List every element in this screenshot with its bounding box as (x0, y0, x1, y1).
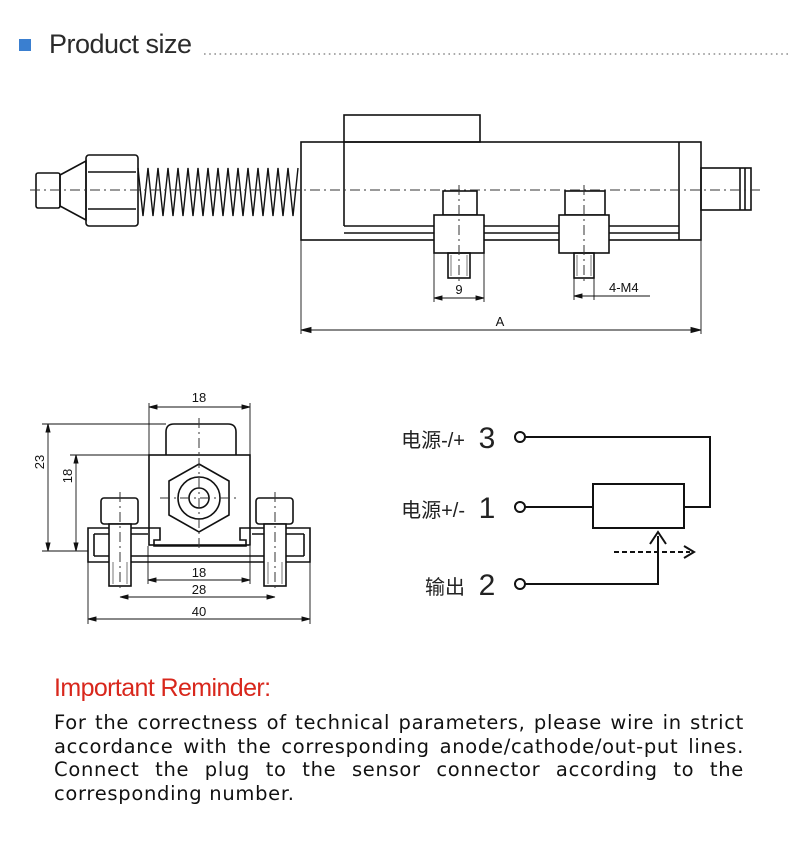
terminal-1 (514, 501, 526, 513)
pin-2-label: 输出 (425, 576, 465, 599)
reminder-title: Important Reminder: (54, 674, 271, 702)
dim-9-label: 9 (455, 282, 462, 297)
dim-body-height-label: 18 (60, 469, 75, 483)
section-header: Product size (0, 26, 790, 66)
pin-1-label: 电源+/- (401, 499, 465, 522)
dim-total-width-label: 40 (192, 604, 206, 619)
top-view-drawing: 9 4-M4 A (30, 114, 760, 334)
potentiometer-resistor (592, 483, 685, 529)
square-bullet-icon (19, 39, 31, 51)
pin-3-label: 电源-/+ (401, 429, 465, 452)
dim-thread-label: 4-M4 (609, 280, 639, 295)
pin-1-number: 1 (479, 492, 496, 525)
dotted-leader (204, 53, 788, 55)
dim-inner-width-label: 18 (192, 565, 206, 580)
front-view-drawing: 18 23 18 18 28 40 (32, 390, 311, 624)
terminal-2 (514, 578, 526, 590)
pin-2-number: 2 (479, 569, 496, 602)
terminal-3 (514, 431, 526, 443)
wiring-diagram: 电源-/+ 3 电源+/- 1 输出 2 (401, 422, 711, 602)
dim-hole-spacing-label: 28 (192, 582, 206, 597)
dim-total-height-label: 23 (32, 455, 47, 469)
section-title: Product size (49, 29, 192, 59)
reminder-body: For the correctness of technical paramet… (54, 711, 744, 805)
dim-top-width-label: 18 (192, 390, 206, 405)
pin-3-number: 3 (479, 422, 496, 455)
dim-length-label: A (496, 314, 505, 329)
